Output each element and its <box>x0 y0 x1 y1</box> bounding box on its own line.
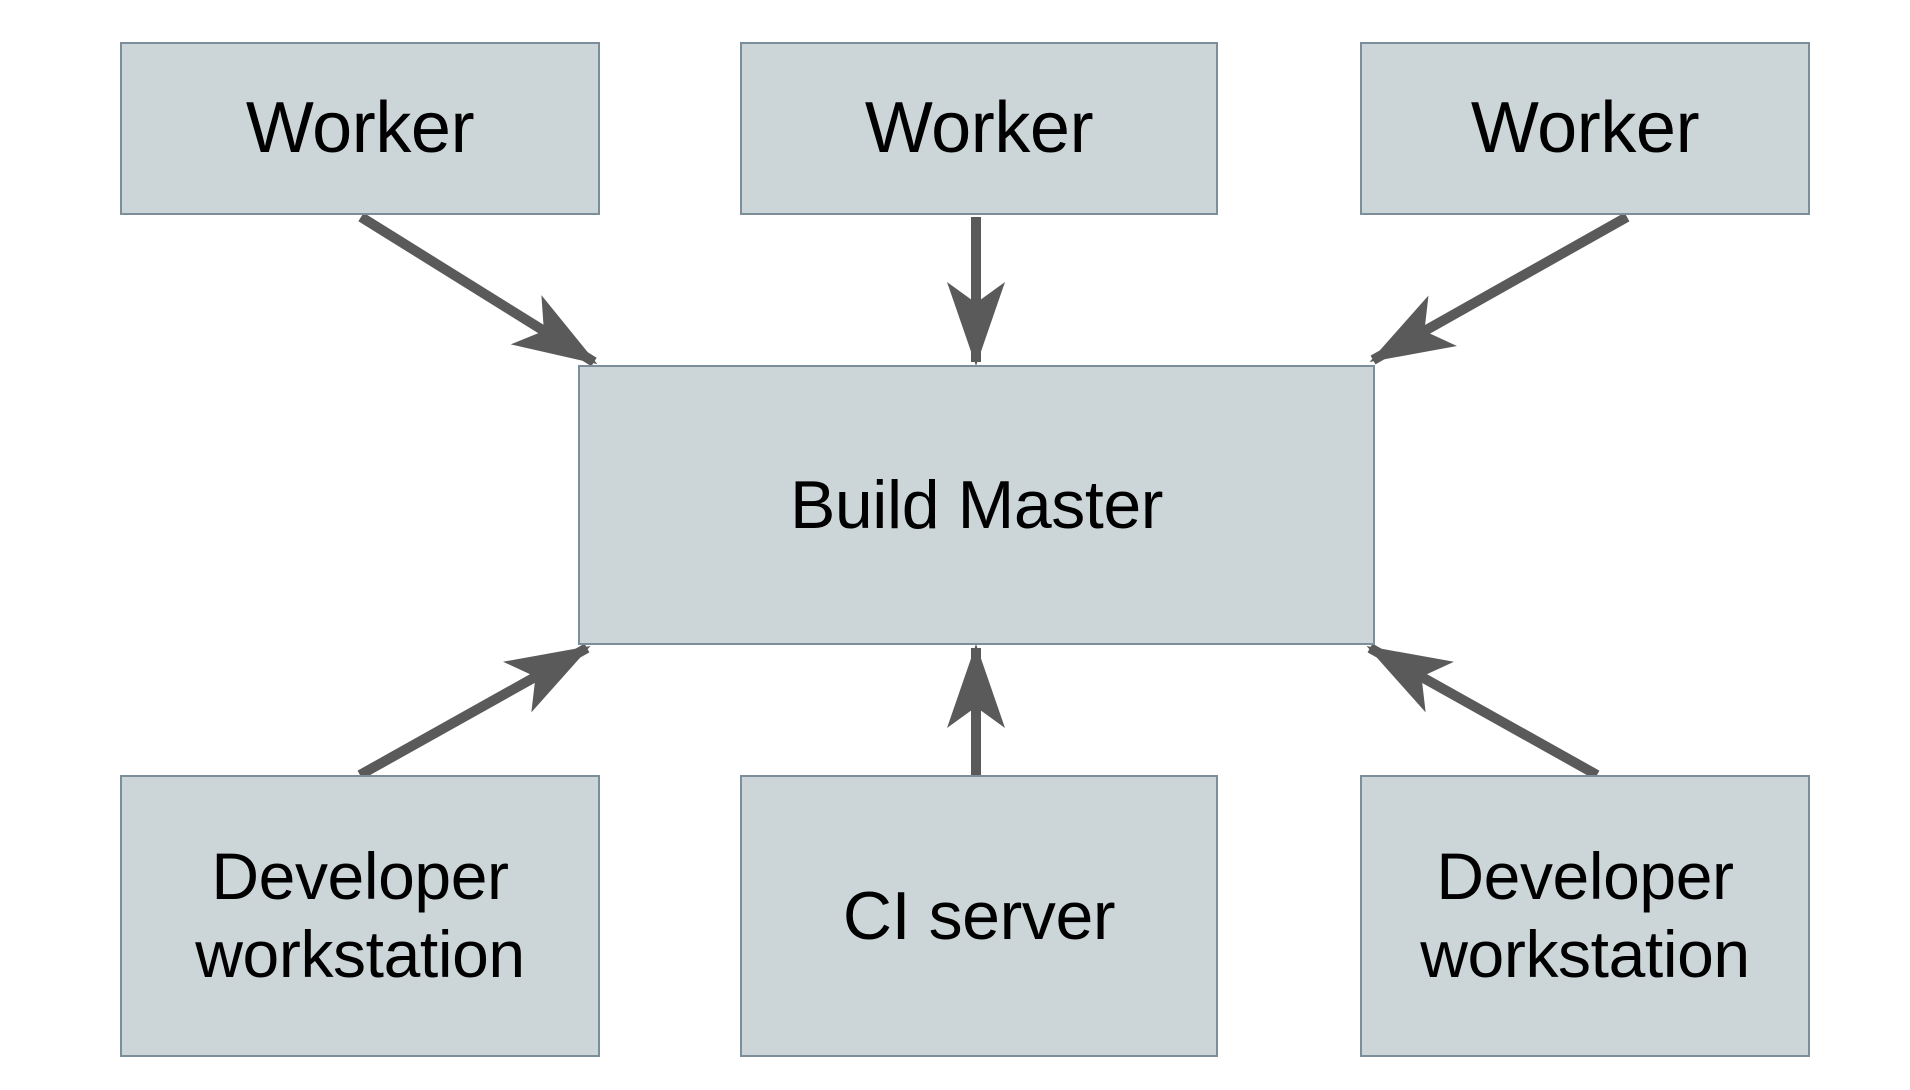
node-developer-workstation-left-label: Developer workstation <box>195 839 525 991</box>
node-ci-server[interactable]: CI server <box>740 775 1218 1057</box>
edge-worker1-to-master <box>358 212 598 367</box>
node-worker-2[interactable]: Worker <box>740 42 1218 215</box>
node-worker-3-label: Worker <box>1470 88 1700 169</box>
node-worker-3[interactable]: Worker <box>1360 42 1810 215</box>
node-build-master[interactable]: Build Master <box>578 365 1375 645</box>
node-developer-workstation-left[interactable]: Developer workstation <box>120 775 600 1057</box>
node-build-master-label: Build Master <box>789 466 1164 543</box>
edge-worker3-to-master <box>1369 212 1630 365</box>
node-ci-server-label: CI server <box>842 877 1116 954</box>
node-developer-workstation-right[interactable]: Developer workstation <box>1360 775 1810 1057</box>
node-worker-1[interactable]: Worker <box>120 42 600 215</box>
edge-devright-to-master <box>1366 643 1600 780</box>
node-developer-workstation-right-label: Developer workstation <box>1420 839 1750 991</box>
edge-devleft-to-master <box>357 643 591 780</box>
node-worker-1-label: Worker <box>245 88 475 169</box>
node-worker-2-label: Worker <box>864 88 1094 169</box>
